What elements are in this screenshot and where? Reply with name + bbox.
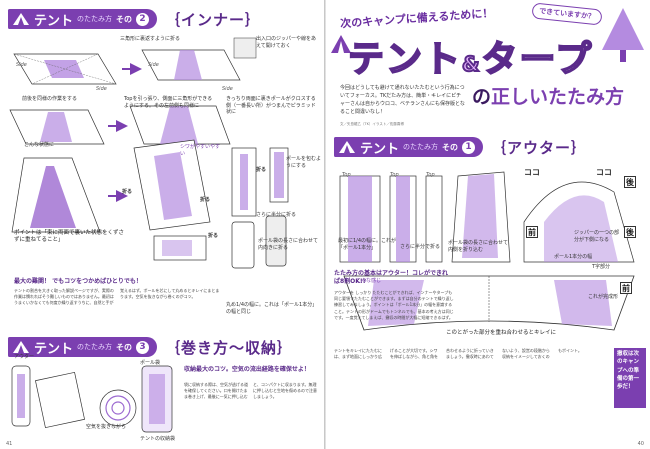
point-note: ポイントは「束に両面で裏いた状態をくずさずに重ねてること」 [14, 230, 125, 244]
section-3-number: 3 [136, 340, 150, 354]
key-back: 後 [624, 176, 636, 188]
tent-icon-2 [13, 341, 29, 353]
key-front: 前 [526, 226, 538, 238]
section-2-number: 2 [136, 12, 150, 26]
page-gutter [324, 0, 326, 449]
fold-label-2: 折る [200, 197, 211, 203]
width-note: ポールを包むようにする [286, 156, 322, 169]
step-note: 前後を同様の作業をする [22, 96, 78, 102]
section-3-tab: テント のたたみ方 その 3 [8, 337, 158, 357]
rolling-diagram [11, 365, 173, 433]
check-badge: できていますか？ [531, 2, 603, 26]
hint-note: これが完成形 [588, 294, 619, 300]
koko-label-2: ココ [596, 168, 612, 177]
side-label-2: Side [96, 86, 107, 92]
section-1-number: 1 [462, 140, 476, 154]
pole-bag-note: ポール袋の長さに合わせて内向きに折る [258, 238, 319, 251]
half-note: 最初に1/4の幅に。これが「ポール1本分」 [338, 238, 397, 251]
koko-label-1: ココ [524, 168, 540, 177]
width-note-right: ポール1本分の幅 [554, 254, 593, 260]
title-tarp: タープ [480, 38, 594, 81]
tips-title: 最大の難関！ でもコツをつかめばひとりでも！ [14, 278, 142, 285]
tent-icon-3 [339, 141, 355, 153]
section-1-banner: テント のたたみ方 その 1 ｛アウター｝ [334, 136, 587, 158]
page-number-right: 40 [637, 441, 644, 447]
corner-note: 三角形に裏返すように折る [120, 36, 181, 42]
side-label-3: Side [148, 62, 159, 68]
top-label-3: Top [426, 172, 435, 178]
section-3-title: ｛巻き方〜収納｝ [165, 338, 294, 357]
triangle-note: きっちり両面に裏きポールがクロスする側（一番長い所）がつまんでピラミッド状に [226, 96, 316, 115]
top-label-2: Top [390, 172, 399, 178]
title-tent: テント [347, 38, 463, 81]
fold-label-4: 折る [208, 233, 219, 239]
outer-tip-body: アウターを しっかり たたむことができれば、インナーやタープも同じ要領でたたむこ… [334, 290, 454, 320]
top-note: Topを引っ張り、側面に三角形ができるようにする。その左前側も同様に [124, 96, 213, 109]
zip-note: ジッパーの一つの部分が下側になる [574, 230, 620, 243]
column-text: テントをキレイにたたむには、まず地面にしっかり広げることが大切です。シワを伸ばし… [334, 348, 582, 360]
fold-label-1: 折る [122, 189, 133, 195]
air-title: 収納最大のコツ。空気の流出経路を確保せよ！ [184, 366, 310, 373]
side-label-1: Side [16, 62, 27, 68]
tuck-note: T字部分 [592, 264, 611, 270]
section-2-sub: のたたみ方 [77, 15, 113, 23]
section-1-tent-label: テント [360, 141, 400, 157]
squeeze-label: 空気を抜きながら [86, 424, 127, 430]
tips-body: テントの割合を大きく取った解説ページですが、実際の作業は慣れればそう難しいもので… [14, 288, 220, 306]
side-label-4: Side [222, 86, 233, 92]
complete-note: このとがった部分を重ね合わせるとキレイに [446, 330, 557, 336]
section-2-sono: その [116, 14, 133, 24]
section-3-tent-label: テント [34, 341, 74, 357]
key-back-2: 後 [624, 226, 636, 238]
guide-note: こんな感じ [356, 278, 382, 284]
section-3-sono: その [116, 342, 133, 352]
key-front-2: 前 [620, 282, 632, 294]
zipper-note: 出入口のジッパーや線をあえて開けておく [256, 36, 317, 49]
section-1-sub: のたたみ方 [403, 143, 439, 151]
hint-bubble: シワがやすいやすい [180, 144, 221, 157]
section-1-title: ｛アウター｝ [491, 138, 588, 157]
pole-bag-label: ポール袋 [140, 360, 161, 366]
main-title: テント&タープ [347, 30, 594, 82]
outer-folding-diagram [339, 171, 635, 331]
section-1-sono: その [442, 142, 459, 152]
shape-note: こんな状態に [24, 142, 55, 148]
tent-logo-icon [331, 35, 351, 53]
purple-callout: 撤収は次のキャンプへの準備の第一歩だ！ [614, 348, 646, 408]
title-amp: & [461, 51, 482, 77]
section-3-sub: のたたみ方 [77, 343, 113, 351]
outer-tip-title: たたみ方の基本はアウター！コレができれば8割OK!? [334, 270, 449, 286]
fold-label-3: 折る [256, 167, 267, 173]
fold-again-note: さらに半分で折る [400, 244, 441, 250]
right-page: 次のキャンプに備えるために！ できていますか？ テント&タープ の正しいたたみ方… [326, 0, 650, 449]
bag-label: テントの収納袋 [140, 436, 176, 442]
section-2-banner: テント のたたみ方 その 2 ｛インナー｝ [8, 8, 261, 30]
page-number-left: 41 [6, 441, 13, 447]
air-body: 袋に収納する際は、空気が逃げる道を確保してください。口を開けたまま巻き上げ、最後… [184, 382, 317, 400]
credits: 文／矢島龍乙（TK）イラスト／佐藤喜博 [340, 122, 404, 126]
section-3-banner: テント のたたみ方 その 3 ｛巻き方〜収納｝ [8, 336, 293, 358]
end-note: 丸め1/4の幅に。これは「ポール1本分」の幅と同じ [226, 302, 318, 315]
left-page: テント のたたみ方 その 2 ｛インナー｝ [0, 0, 324, 449]
tent-icon [13, 13, 29, 25]
section-1-tab: テント のたたみ方 その 1 [334, 137, 484, 157]
fold-half-note: さらに半分に折る [256, 212, 297, 218]
section-2-tent-label: テント [34, 13, 74, 29]
inner-folding-diagram [9, 37, 289, 269]
subtitle-main: 正しいたたみ方 [491, 86, 625, 108]
section-2-tab: テント のたたみ方 その 2 [8, 9, 158, 29]
lead-paragraph: 今回はどうしても避けて通れないたたむという行為についてフォーカス。TKだたみ方は… [340, 85, 465, 115]
tree-decoration [602, 8, 644, 62]
zipper-front-note: ポール袋の長さに合わせて内側を折り込む [448, 240, 509, 253]
section-2-title: ｛インナー｝ [165, 10, 262, 29]
top-label-1: Top [342, 172, 351, 178]
outer-label: アウター [14, 354, 35, 360]
subtitle: の正しいたたみ方 [472, 82, 624, 109]
kicker-text: 次のキャンプに備えるために！ [339, 6, 494, 31]
subtitle-prefix: の [472, 86, 492, 108]
